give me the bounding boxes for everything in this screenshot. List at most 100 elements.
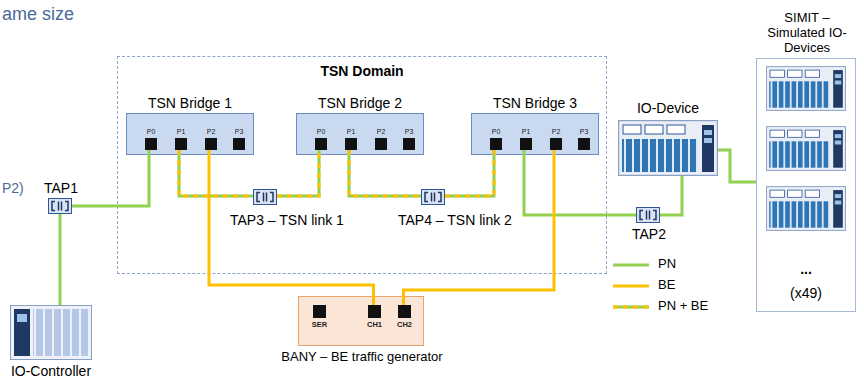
node-label: SIMIT – Simulated IO-Devices	[765, 11, 849, 56]
link-group	[445, 150, 494, 196]
legend-dash	[613, 305, 649, 308]
tap-box: TAP4 – TSN link 2	[421, 189, 445, 205]
text-holder: P2	[367, 128, 395, 136]
dash-overlay	[179, 150, 253, 196]
text-holder: P2)	[2, 180, 24, 196]
tsn-link	[179, 150, 253, 196]
dash-overlay	[277, 150, 319, 196]
text-holder: TSN Bridge 1	[127, 95, 253, 111]
text-holder: CH1	[359, 320, 390, 330]
io-controller: IO-Controller	[10, 305, 92, 360]
pn-link	[524, 150, 636, 215]
text-holder: IO-Device	[608, 100, 728, 116]
caption-fragment: ame size	[2, 4, 74, 25]
be-link	[209, 150, 374, 305]
tap-box: TAP1	[48, 198, 72, 214]
link-group	[660, 176, 682, 215]
node-label: P3	[405, 128, 414, 136]
link-group	[718, 150, 756, 182]
link-group	[72, 150, 149, 206]
link-group	[349, 150, 421, 196]
text-holder: P2	[197, 128, 225, 136]
text-holder: IO-Controller	[0, 363, 112, 379]
link-group	[209, 150, 374, 305]
tap-glyph	[640, 211, 656, 220]
text-holder: P1	[167, 128, 195, 136]
text-holder: P1	[337, 128, 365, 136]
node-label: TAP3 – TSN link 1	[230, 212, 344, 228]
node-label: P2	[377, 128, 386, 136]
node-label: CH1	[367, 321, 382, 330]
text-holder: TSN Domain	[118, 63, 606, 79]
node-label: P1	[177, 128, 186, 136]
tap-symbol	[49, 199, 71, 213]
node-label: P0	[317, 128, 326, 136]
text-holder: ...	[757, 261, 855, 277]
simit-rack: SIMIT – Simulated IO-Devices...(x49)	[756, 58, 856, 312]
node-label: ...	[800, 261, 812, 277]
tap-symbol	[422, 190, 444, 204]
legend-text: BE	[658, 278, 675, 293]
bridge-port: P2	[205, 138, 217, 150]
simulated-devices-drawing	[766, 67, 845, 231]
node-label: P1	[347, 128, 356, 136]
text-holder: P0	[137, 128, 165, 136]
node-label: TSN Bridge 1	[148, 95, 232, 111]
legend: PN BE PN + BE	[612, 254, 708, 317]
tap-glyph	[425, 193, 441, 202]
bridge-port: P1	[345, 138, 357, 150]
node-label: CH2	[397, 321, 412, 330]
legend-text: PN + BE	[658, 299, 708, 314]
bridge-port: P2	[550, 138, 562, 150]
tsn-bridge: TSN Bridge 2P0P1P2P3	[296, 113, 424, 155]
tsn-link	[445, 150, 494, 196]
node-label: IO-Device	[637, 100, 699, 116]
bridge-port: P1	[175, 138, 187, 150]
legend-text: PN	[658, 257, 676, 272]
bridge-port: P0	[490, 138, 502, 150]
node-label: TSN Domain	[320, 63, 403, 79]
text-holder: P0	[482, 128, 510, 136]
tsn-domain: TSN DomainTSN Bridge 1P0P1P2P3TSN Bridge…	[117, 56, 607, 274]
tsn-bridge: TSN Bridge 3P0P1P2P3	[471, 113, 599, 155]
text-holder: BANY – BE traffic generator	[254, 349, 470, 365]
bridge-port: P0	[145, 138, 157, 150]
legend-sample	[612, 302, 652, 312]
link-group	[277, 150, 319, 196]
io-device: IO-Device	[618, 120, 718, 176]
traffic-generator: BANY – BE traffic generatorSERCH1CH2	[298, 296, 424, 346]
node-label: IO-Controller	[11, 363, 91, 379]
node-label: TSN Bridge 3	[493, 95, 577, 111]
node-label: TSN Bridge 2	[318, 95, 402, 111]
text-holder: CH2	[389, 320, 420, 330]
node-label: P2	[207, 128, 216, 136]
generator-port: SER	[313, 305, 326, 318]
legend-row: BE	[612, 275, 708, 296]
link-group	[404, 150, 555, 305]
text-holder: P3	[570, 128, 598, 136]
generator-port: CH1	[368, 305, 381, 318]
text-holder: P1	[512, 128, 540, 136]
legend-line	[613, 284, 649, 287]
be-link	[404, 150, 555, 305]
pn-link	[660, 176, 682, 215]
caption-fragment: P2)	[2, 180, 24, 196]
text-holder: P0	[307, 128, 335, 136]
text-holder: P3	[395, 128, 423, 136]
text-holder: TAP4 – TSN link 2	[398, 212, 512, 228]
text-holder: TAP1	[39, 180, 83, 196]
text-holder: SER	[304, 320, 335, 330]
dash-overlay	[349, 150, 421, 196]
text-holder: P3	[225, 128, 253, 136]
link-group	[524, 150, 636, 215]
text-holder: TAP2	[627, 226, 671, 242]
text-holder: TSN Bridge 3	[472, 95, 598, 111]
legend-row: PN + BE	[612, 296, 708, 317]
legend-line	[613, 263, 649, 266]
tsn-link	[277, 150, 319, 196]
node-label: P3	[235, 128, 244, 136]
bridge-port: P1	[520, 138, 532, 150]
bridge-port: P2	[375, 138, 387, 150]
pn-link	[59, 214, 62, 305]
